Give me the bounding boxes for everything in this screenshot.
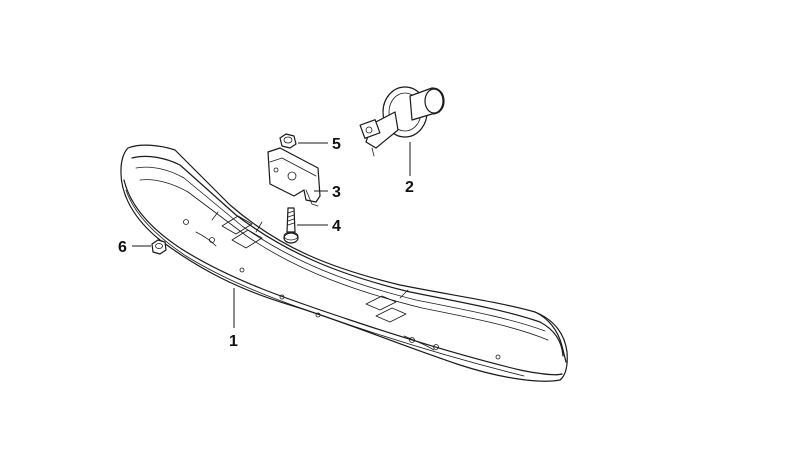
bracket-icon — [267, 147, 321, 207]
callout-4: 4 — [332, 218, 341, 235]
callout-2: 2 — [405, 179, 414, 196]
bumper-carrier-icon — [120, 144, 568, 382]
hex-nut-icon — [279, 133, 297, 149]
impact-absorber-icon — [359, 86, 445, 157]
callout-5: 5 — [332, 136, 341, 153]
callout-1: 1 — [229, 333, 238, 350]
callout-3: 3 — [332, 184, 341, 201]
callout-6: 6 — [118, 239, 127, 256]
hex-nut-icon — [151, 239, 167, 255]
bolt-icon — [283, 207, 299, 244]
